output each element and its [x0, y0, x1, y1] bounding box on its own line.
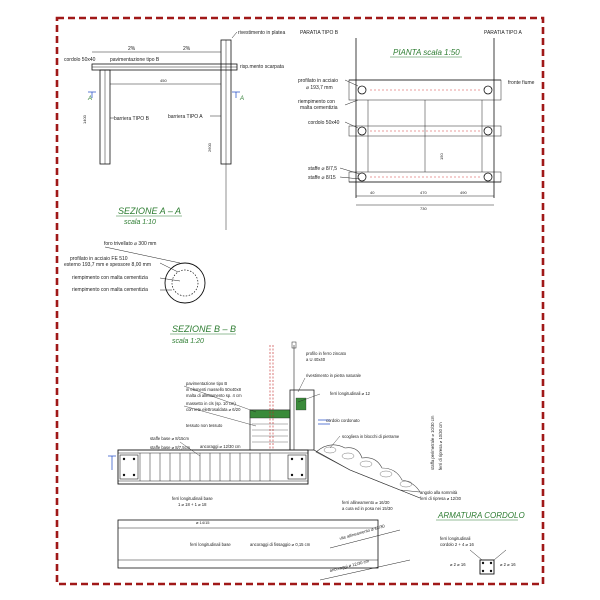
bottom-label-1: ferri longitudinali base: [190, 542, 231, 547]
dim-1400: 1400: [82, 114, 87, 124]
pile-2: [483, 85, 493, 95]
armatura-label-4: ⌀ 2 ⌀ 16: [500, 562, 516, 567]
sez-aa-scale: scala 1:10: [124, 219, 156, 226]
pile-3: [357, 126, 367, 136]
ancoraggio-label: ancoraggi ⌀ 12/30 cm: [200, 444, 241, 449]
annot-5: con rete elettrosaldata ⌀ 6/20: [186, 407, 241, 412]
staffe-1-label: staffe ⌀ 8/7,5: [308, 166, 337, 172]
riempimento-label: riempimento con: [298, 99, 335, 105]
beam-end-right: [287, 454, 307, 480]
staffe-a-label: staffe base ⌀ 8/15cm: [150, 436, 190, 441]
rivestimento-label: rivestimento in platea: [238, 30, 285, 36]
fronte-label: fronte fiume: [508, 80, 535, 86]
paratia-a-label: PARATIA TIPO A: [484, 30, 522, 36]
annot-6: tessuto non tessuto: [186, 423, 223, 428]
profilato-dim: ⌀ 193,7 mm: [306, 85, 333, 91]
armatura-label-1: ferri longitudinali: [440, 536, 471, 541]
scarpata-label: risp.mento scarpata: [240, 64, 284, 70]
rivestimento-label: rivestimento in pietra naturale: [306, 373, 362, 378]
profilato-label-2: a U 40x40: [306, 357, 326, 362]
sez-aa-title: SEZIONE A – A: [118, 206, 181, 216]
annot-2: in elementi massello 50x40x8: [186, 387, 242, 392]
cordolo-label: cordolo 50x40: [64, 57, 96, 63]
foro-profilato-2: esterno 193,7 mm e spessore 8,00 mm: [64, 262, 151, 268]
bottom-label-2: ancoraggi di fissaggio ⌀ 0,15 cm: [250, 542, 311, 547]
armatura-label-2: cordolo 2 + 4 ⌀ 16: [440, 542, 475, 547]
beam-end-left: [119, 454, 139, 480]
foro-outer: [164, 262, 206, 304]
profilato-label: profilo in ferro zincato: [306, 351, 347, 356]
sheet-border: [55, 16, 545, 586]
cordolo-section: [479, 559, 495, 575]
quota-1-label: staffa perimetrale ⌀ 10/30 cm: [430, 415, 435, 470]
profilato-label: profilato in acciaio: [298, 78, 338, 84]
sez-bb-title: SEZIONE B – B: [172, 324, 236, 334]
barriera-a-label: barriera TIPO A: [168, 114, 203, 120]
pile-1: [357, 85, 367, 95]
pianta-title: PIANTA scala 1:50: [393, 48, 460, 57]
dim-450: 450: [160, 78, 167, 83]
sezione-aa: 2% 2% pavimentazione tipo B cordolo 50x4…: [64, 30, 285, 230]
annot-7: ferri longitudinali ⌀ 12: [330, 391, 371, 396]
dim-490: 490: [460, 190, 467, 195]
annot-3: malta di allettamento sp. 4 cm: [186, 393, 242, 398]
section-mark-a-left: A: [87, 96, 92, 102]
armatura-cordolo: ARMATURA CORDOLO ferri longitudinali cor…: [436, 511, 525, 575]
bottom-label-4: ancoraggi ⌀ 12/30 cm: [329, 558, 370, 573]
dim-150: 150: [439, 153, 444, 160]
pietrame-label: scogliera in blocchi di pietrame: [342, 434, 400, 439]
section-mark-a-right: A: [239, 96, 244, 102]
pav-label: pavimentazione tipo B: [110, 57, 160, 63]
rock-slope: [315, 444, 421, 493]
annot-4: massetto in cls (sp. 10 cm): [186, 401, 236, 406]
misure-label-2: a cura ed in posa nei 15/30: [342, 506, 393, 511]
foro-inner: [171, 269, 199, 297]
foro-detail: foro trivellato ⌀ 300 mm profilato in ac…: [64, 241, 206, 304]
foundation-beam: [117, 449, 309, 485]
barriera-b-label: barriera TIPO B: [114, 116, 150, 122]
quota-2-label: ferri di ripresa ⌀ 10/30 cm: [438, 422, 443, 470]
sezione-bb: SEZIONE B – B scala 1:20: [108, 324, 462, 581]
dim-2600: 2600: [207, 142, 212, 152]
armatura-title: ARMATURA CORDOLO: [437, 511, 525, 520]
ferri-base-label-2: 1 ⌀ 18 + 1 ⌀ 18: [178, 502, 207, 507]
riempimento-label-2: malta cementizia: [300, 105, 338, 111]
staffe-b-label: staffe base ⌀ 8/7,5cm: [150, 445, 191, 450]
misure-label: ferri allineamento ⌀ 16/30: [342, 500, 390, 505]
bottom-label-3: vite allineamento ⌀ 12/30: [339, 523, 386, 541]
armatura-label-3: ⌀ 2 ⌀ 16: [450, 562, 466, 567]
slope-left: 2%: [128, 46, 136, 52]
dim-470: 470: [420, 190, 427, 195]
wall: [289, 389, 315, 451]
paratia-b-label: PARATIA TIPO B: [300, 30, 339, 36]
dim-total: 730: [420, 206, 427, 211]
angolo-label: angolo alla sommità: [420, 490, 458, 495]
foro-riemp-1: riempimento con malta cementizia: [72, 275, 148, 281]
cordolo-label: cordolo cordonato: [326, 418, 360, 423]
bottom-strip: [117, 519, 379, 569]
ferri-base-label: ferri longitudinali base: [172, 496, 213, 501]
pile-4: [483, 126, 493, 136]
pile-5: [357, 172, 367, 182]
stirrups: [139, 453, 271, 481]
angolo-label-2: ferri di ripresa ⌀ 12/30: [420, 496, 462, 501]
rebar-note: ⌀ 14/15: [196, 520, 210, 525]
slope-right: 2%: [183, 46, 191, 52]
foro-label: foro trivellato ⌀ 300 mm: [104, 241, 156, 247]
pianta-cordolo-label: cordolo 50x40: [308, 120, 340, 126]
pianta: PIANTA scala 1:50 PARATIA TIPO B PARATIA…: [298, 30, 535, 211]
staffe-2-label: staffe ⌀ 8/15: [308, 175, 336, 181]
foro-riemp-2: riempimento con malta cementizia: [72, 287, 148, 293]
dim-40: 40: [370, 190, 375, 195]
pile-6: [483, 172, 493, 182]
annot-1: pavimentazione tipo B: [186, 381, 227, 386]
foro-profilato: profilato in acciaio FE 510: [70, 256, 128, 262]
sez-bb-scale: scala 1:20: [172, 338, 204, 345]
